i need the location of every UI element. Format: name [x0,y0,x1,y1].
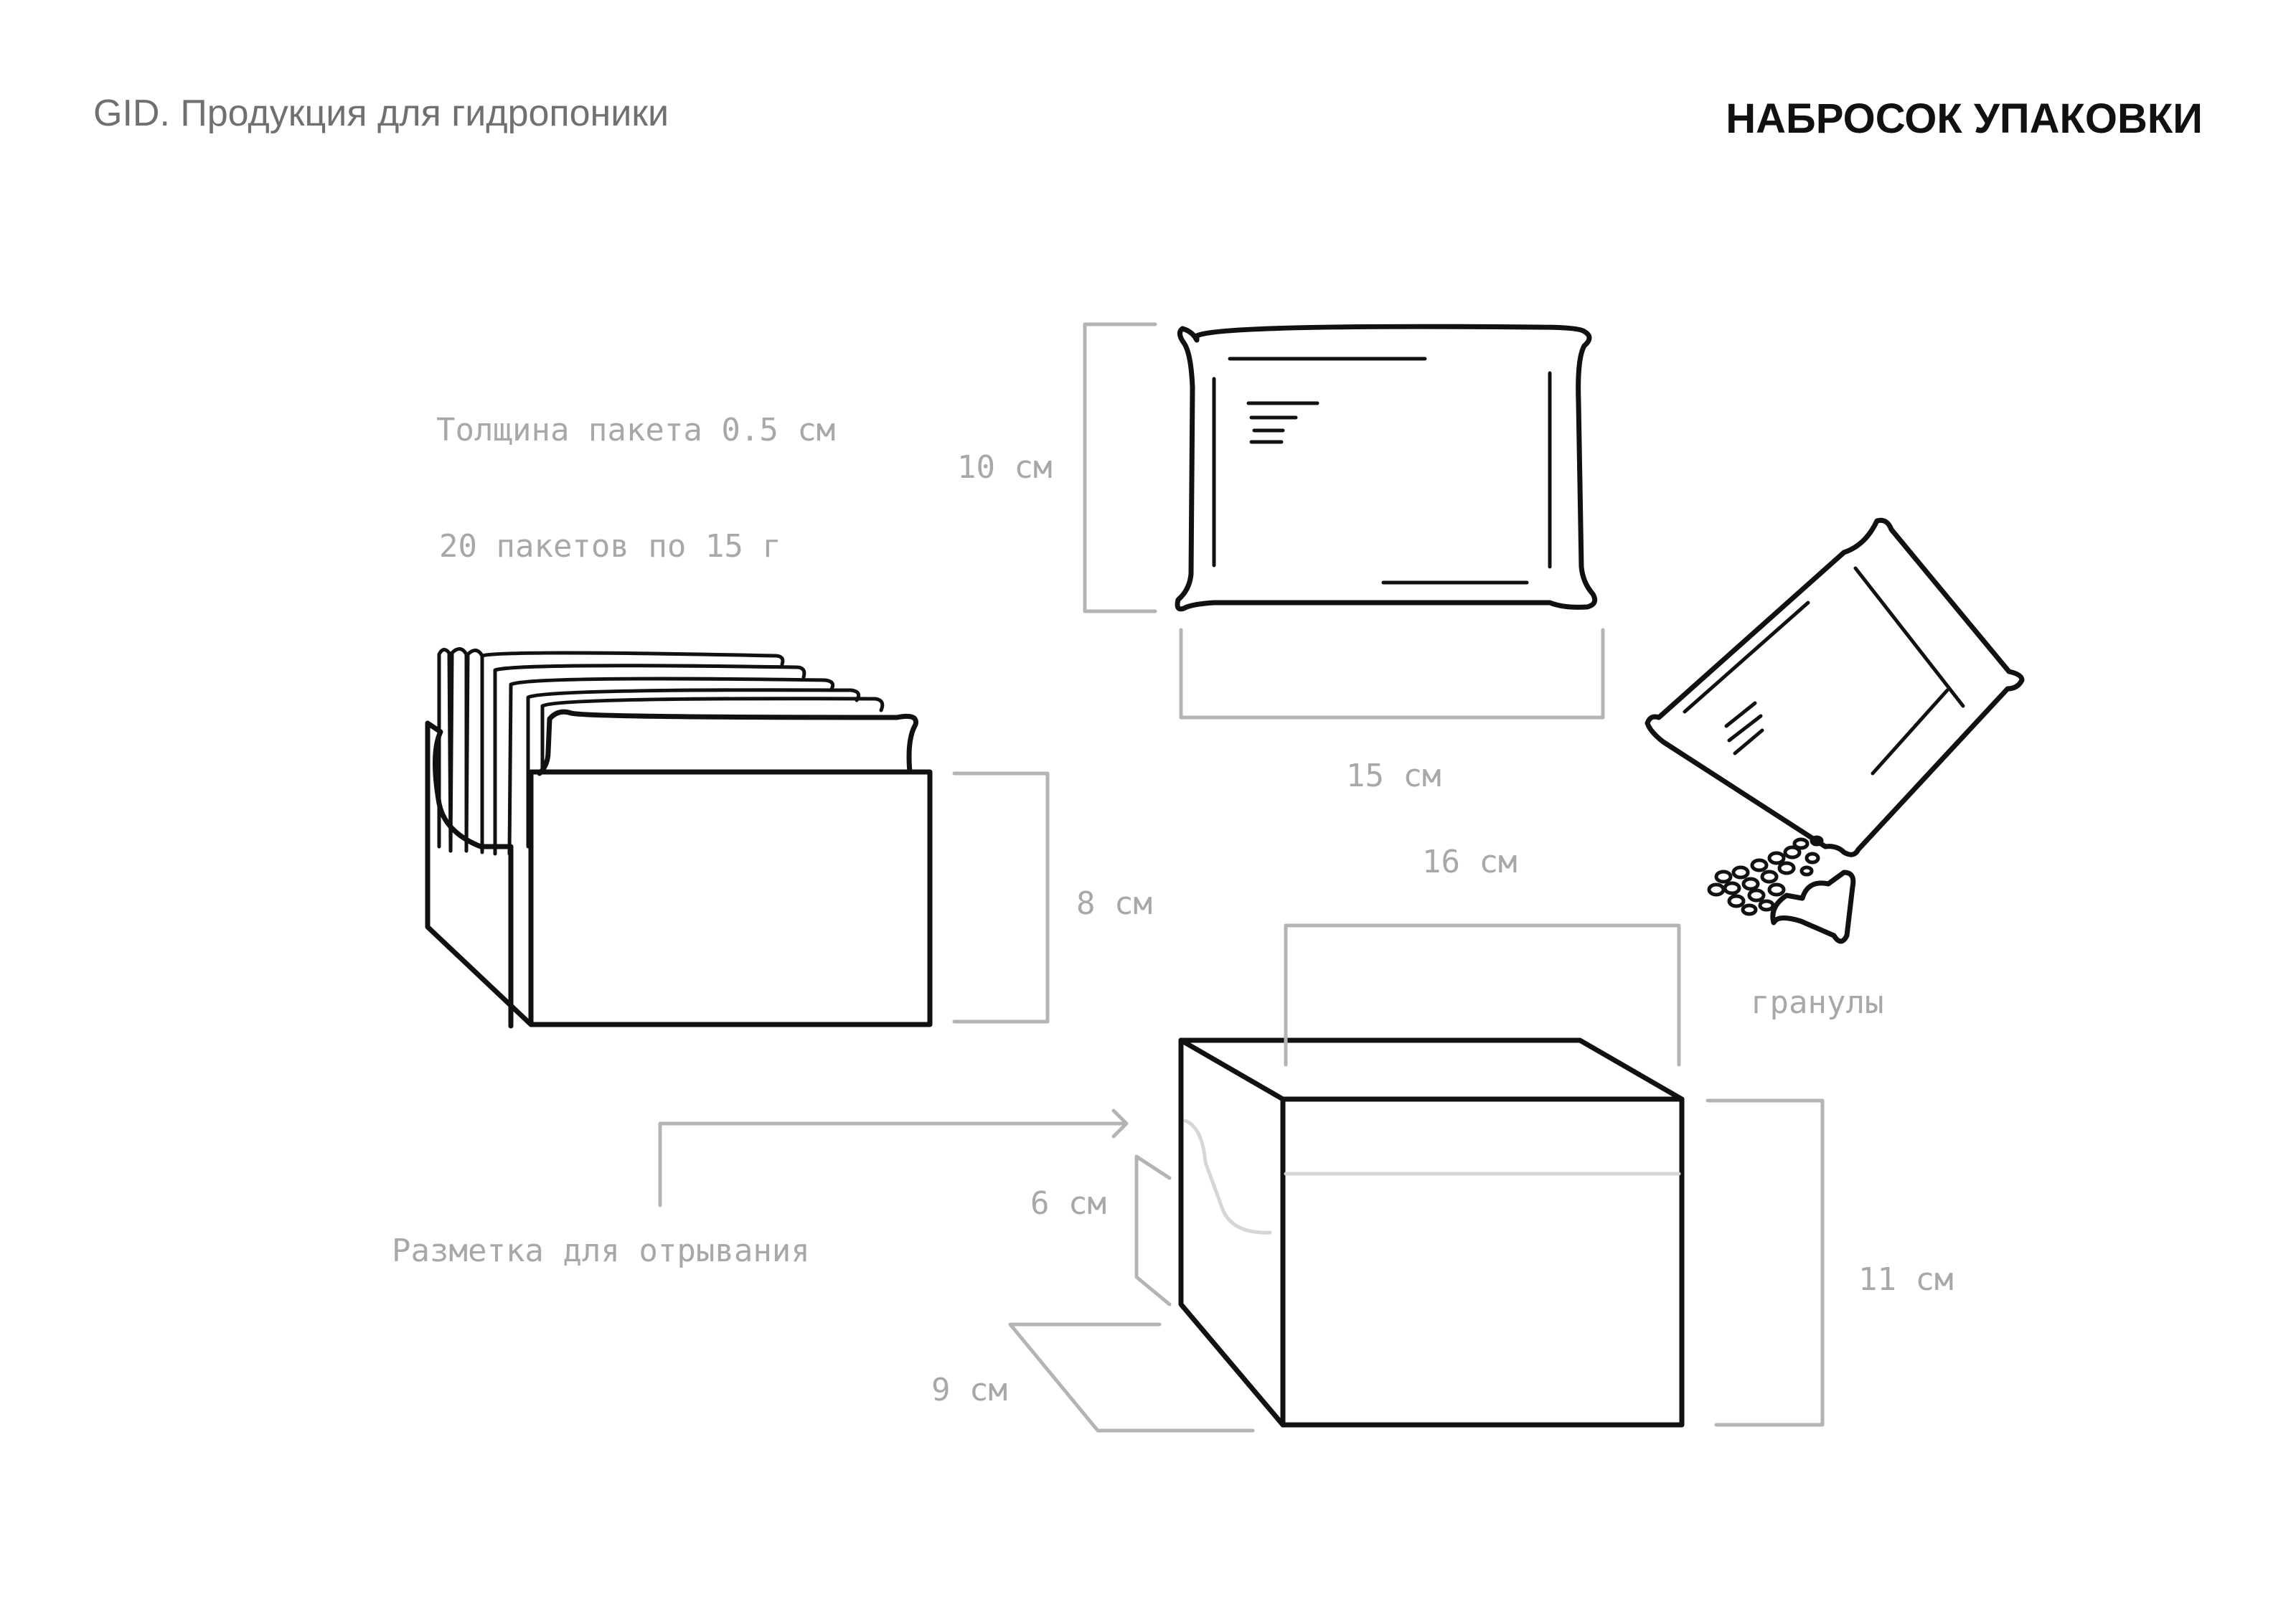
box-tear-height-dimension-line [1134,1154,1172,1306]
box-tear-height-label: 6 см [1030,1185,1106,1222]
box-depth-label: 9 см [931,1372,1007,1408]
box-depth-dimension-line [1008,1322,1255,1433]
bag-count-note: 20 пакетов по 15 г [439,528,781,565]
tear-marking-arrowhead [1111,1108,1129,1139]
bag-front-drawing [1175,324,1598,612]
bag-width-label: 15 см [1346,758,1441,794]
granules-note: гранулы [1751,984,1884,1021]
brand-caption: GID. Продукция для гидропоники [93,93,669,134]
open-box-drawing [425,647,933,1029]
bag-height-label: 10 см [957,449,1053,486]
open-box-height-label: 8 см [1076,885,1152,922]
open-box-height-dimension-line [952,771,1050,1024]
tear-marking-note: Разметка для отрывания [392,1233,810,1269]
tear-marking-arrow [658,1121,1127,1207]
box-width-dimension-line [1284,923,1681,1067]
tilted-bag-drawing [1645,517,2025,944]
tear-line-side [1183,1119,1272,1235]
sheet-title: НАБРОСОК УПАКОВКИ [1726,95,2203,142]
bag-thickness-note: Толщина пакета 0.5 см [436,412,836,448]
closed-box-drawing [1178,1037,1685,1428]
box-height-label: 11 см [1858,1261,1954,1298]
box-width-label: 16 см [1422,844,1518,880]
bag-width-dimension-line [1179,628,1605,720]
box-height-dimension-line [1705,1098,1825,1427]
bag-height-dimension-line [1083,322,1157,613]
